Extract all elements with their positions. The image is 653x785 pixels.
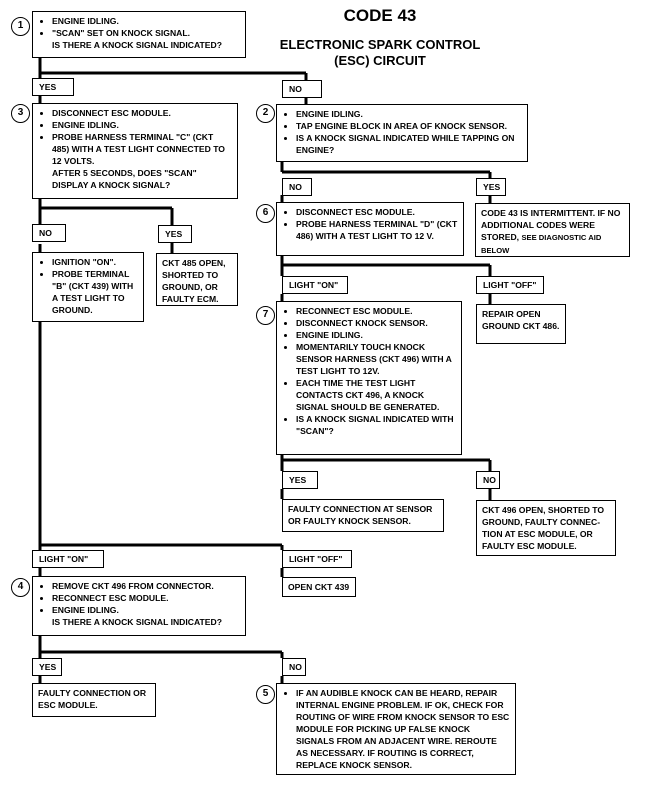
step-6-badge: 6 xyxy=(256,204,275,223)
step-7-item: RECONNECT ESC MODULE. xyxy=(296,305,456,317)
step-7-item: DISCONNECT KNOCK SENSOR. xyxy=(296,317,456,329)
step-4-item: ENGINE IDLING. xyxy=(52,604,240,616)
step-1-item: ENGINE IDLING. xyxy=(52,15,240,27)
step-2-item: TAP ENGINE BLOCK IN AREA OF KNOCK SENSOR… xyxy=(296,120,522,132)
step-2-box: ENGINE IDLING. TAP ENGINE BLOCK IN AREA … xyxy=(276,104,528,162)
step-5-item: IF AN AUDIBLE KNOCK CAN BE HEARD, REPAIR… xyxy=(296,687,510,771)
step-6-box: DISCONNECT ESC MODULE. PROBE HARNESS TER… xyxy=(276,202,464,256)
step-6-item: PROBE HARNESS TERMINAL "D" (CKT 486) WIT… xyxy=(296,218,458,242)
step-3-item: ENGINE IDLING. xyxy=(52,119,232,131)
intermittent-result-box: CODE 43 IS INTERMITTENT. IF NO ADDITIONA… xyxy=(475,203,630,257)
ignition-light-off-label: LIGHT "OFF" xyxy=(282,550,352,568)
step-3-yes-label: YES xyxy=(158,225,192,243)
step-3-no-label: NO xyxy=(32,224,66,242)
step-1-no-label: NO xyxy=(282,80,322,98)
step-4-yes-label: YES xyxy=(32,658,62,676)
open439-result-box: OPEN CKT 439 xyxy=(282,577,356,597)
step-2-yes-label: YES xyxy=(476,178,506,196)
step-7-item: EACH TIME THE TEST LIGHT CONTACTS CKT 49… xyxy=(296,377,456,413)
ignition-item: PROBE TERMINAL "B" (CKT 439) WITH A TEST… xyxy=(52,268,138,316)
step-7-item: ENGINE IDLING. xyxy=(296,329,456,341)
diagnostic-aid-note: SEE DIAGNOSTIC AID BELOW xyxy=(481,233,602,255)
step-7-yes-label: YES xyxy=(282,471,318,489)
step-6-light-on-label: LIGHT "ON" xyxy=(282,276,348,294)
diagram-title-line2: (ESC) CIRCUIT xyxy=(334,53,426,68)
step-1-badge: 1 xyxy=(11,17,30,36)
intermittent-text: CODE 43 IS INTERMITTENT. IF NO ADDITIONA… xyxy=(481,208,621,242)
step-4-badge: 4 xyxy=(11,578,30,597)
ckt486-result-box: REPAIR OPEN GROUND CKT 486. xyxy=(476,304,566,344)
step-7-item: MOMENTARILY TOUCH KNOCK SENSOR HARNESS (… xyxy=(296,341,456,377)
step-3-badge: 3 xyxy=(11,104,30,123)
step-1-yes-label: YES xyxy=(32,78,74,96)
step-3-item: PROBE HARNESS TERMINAL "C" (CKT 485) WIT… xyxy=(52,131,232,167)
step-2-badge: 2 xyxy=(256,104,275,123)
faulty-sensor-result-box: FAULTY CONNECTION AT SENSOR OR FAULTY KN… xyxy=(282,499,444,532)
step-5-box: IF AN AUDIBLE KNOCK CAN BE HEARD, REPAIR… xyxy=(276,683,516,775)
diagram-title-line1: ELECTRONIC SPARK CONTROL xyxy=(279,37,481,52)
step-7-box: RECONNECT ESC MODULE. DISCONNECT KNOCK S… xyxy=(276,301,462,455)
step-2-item: IS A KNOCK SIGNAL INDICATED WHILE TAPPIN… xyxy=(296,132,522,156)
step-4-item: REMOVE CKT 496 FROM CONNECTOR. xyxy=(52,580,240,592)
step-4-no-label: NO xyxy=(282,658,306,676)
step-5-badge: 5 xyxy=(256,685,275,704)
step-2-item: ENGINE IDLING. xyxy=(296,108,522,120)
ckt496-result-box: CKT 496 OPEN, SHORTED TO GROUND, FAULTY … xyxy=(476,500,616,556)
step-3-item: DISCONNECT ESC MODULE. xyxy=(52,107,232,119)
step-4-item: RECONNECT ESC MODULE. xyxy=(52,592,240,604)
step-6-item: DISCONNECT ESC MODULE. xyxy=(296,206,458,218)
ckt485-result-box: CKT 485 OPEN, SHORTED TO GROUND, OR FAUL… xyxy=(156,253,238,306)
faulty-esc-result-box: FAULTY CONNECTION OR ESC MODULE. xyxy=(32,683,156,717)
step-7-item: IS A KNOCK SIGNAL INDICATED WITH "SCAN"? xyxy=(296,413,456,437)
step-7-badge: 7 xyxy=(256,306,275,325)
step-3-box: DISCONNECT ESC MODULE. ENGINE IDLING. PR… xyxy=(32,103,238,199)
ignition-probe-box: IGNITION "ON". PROBE TERMINAL "B" (CKT 4… xyxy=(32,252,144,322)
code-title: CODE 43 xyxy=(343,6,417,25)
ignition-item: IGNITION "ON". xyxy=(52,256,138,268)
step-4-box: REMOVE CKT 496 FROM CONNECTOR. RECONNECT… xyxy=(32,576,246,636)
step-7-no-label: NO xyxy=(476,471,500,489)
step-2-no-label: NO xyxy=(282,178,312,196)
step-6-light-off-label: LIGHT "OFF" xyxy=(476,276,544,294)
step-1-item: "SCAN" SET ON KNOCK SIGNAL. xyxy=(52,27,240,39)
step-1-box: ENGINE IDLING. "SCAN" SET ON KNOCK SIGNA… xyxy=(32,11,246,58)
step-1-question: IS THERE A KNOCK SIGNAL INDICATED? xyxy=(52,40,222,50)
step-3-question: AFTER 5 SECONDS, DOES "SCAN" DISPLAY A K… xyxy=(52,168,197,190)
ignition-light-on-label: LIGHT "ON" xyxy=(32,550,104,568)
step-4-question: IS THERE A KNOCK SIGNAL INDICATED? xyxy=(52,617,222,627)
